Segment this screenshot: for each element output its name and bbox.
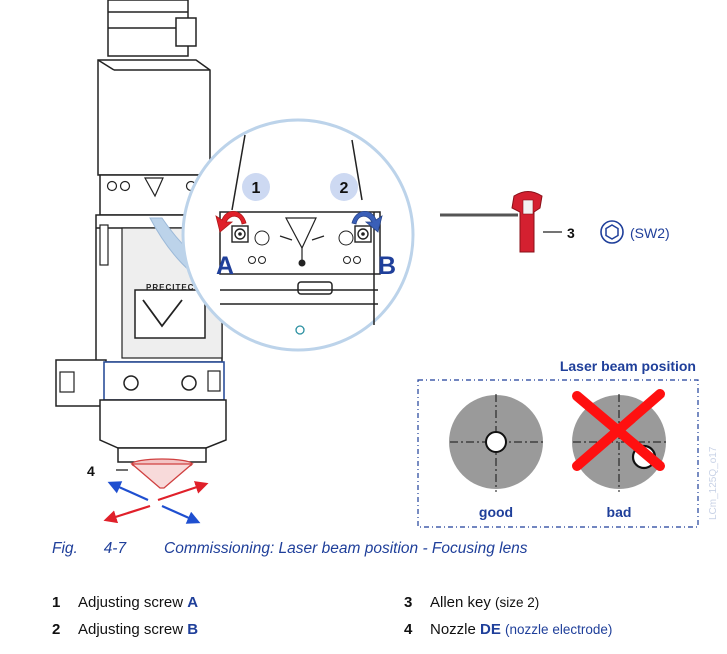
hex-socket-icon: [601, 221, 623, 243]
item-3-label: 3: [567, 225, 575, 241]
legend-item-3: 3Allen key (size 2): [404, 593, 612, 620]
bad-label: bad: [607, 504, 632, 520]
legend-item-2: 2Adjusting screw B: [52, 620, 198, 647]
figure-caption: Fig. 4-7Commissioning: Laser beam positi…: [52, 540, 528, 558]
legend-item-4: 4Nozzle DE (nozzle electrode): [404, 620, 612, 647]
head-upper-housing: [98, 60, 210, 175]
good-position-example: [449, 394, 545, 492]
axis-arrows: [106, 483, 206, 522]
screw-b-label: B: [378, 252, 396, 280]
legend-left: 1Adjusting screw A 2Adjusting screw B: [52, 593, 198, 647]
caption-text: Commissioning: Laser beam position - Foc…: [164, 540, 528, 557]
legend-item-1: 1Adjusting screw A: [52, 593, 198, 620]
panel-title: Laser beam position: [560, 358, 696, 374]
clamp-screw-left: [124, 376, 138, 390]
good-label: good: [479, 504, 513, 520]
figure-number: Fig. 4-7: [52, 540, 164, 558]
zoom-detail: [183, 120, 413, 350]
step-1-number: 1: [252, 180, 261, 197]
item-4-label: 4: [87, 463, 95, 479]
step-2-number: 2: [340, 180, 349, 197]
wrench-size-label: (SW2): [630, 225, 670, 241]
bad-position-example: [572, 394, 668, 492]
screw-a-label: A: [216, 252, 234, 280]
doc-code: LCm_125Q_o17: [708, 446, 719, 520]
brand-text: PRECITEC: [146, 283, 194, 292]
precitec-label-plate: [135, 290, 205, 338]
detail-indicator-dot: [296, 326, 304, 334]
head-top-fitting: [176, 18, 196, 46]
nozzle: [132, 459, 192, 488]
allen-key: [440, 192, 542, 253]
clamp-screw-right: [182, 376, 196, 390]
head-lower-housing: [100, 400, 226, 448]
clamp-ring: [104, 362, 224, 400]
legend-right: 3Allen key (size 2) 4Nozzle DE (nozzle e…: [404, 593, 612, 647]
